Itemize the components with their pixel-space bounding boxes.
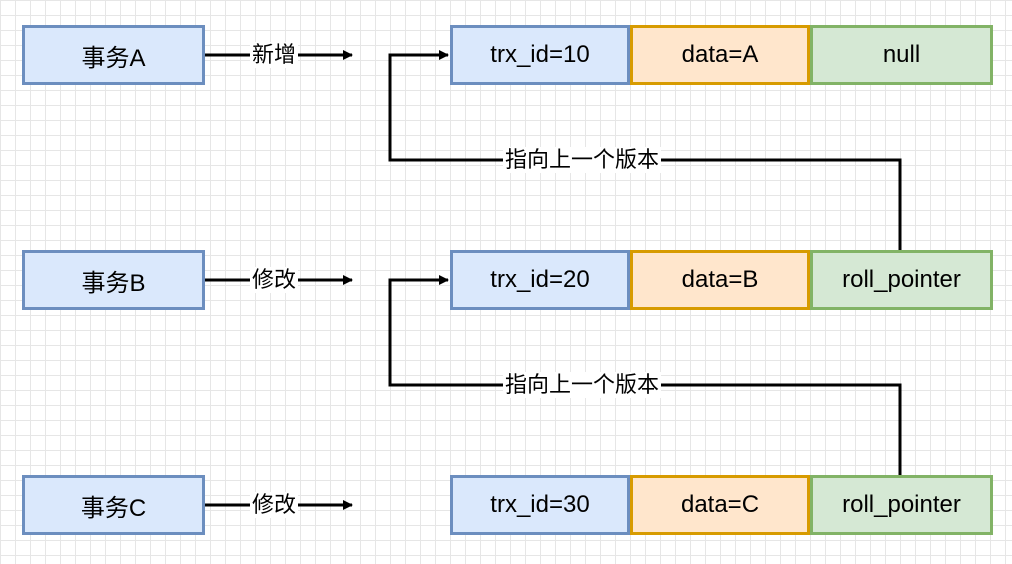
- pointer-cell-a: null: [810, 25, 993, 85]
- transaction-box-a: 事务A: [22, 25, 205, 85]
- action-label-c: 修改: [250, 492, 299, 518]
- action-label-a: 新增: [250, 42, 299, 68]
- action-label-b: 修改: [250, 267, 299, 293]
- data-cell-b: data=B: [630, 250, 810, 310]
- pointer-cell-c: roll_pointer: [810, 475, 993, 535]
- trx-id-cell-b: trx_id=20: [450, 250, 630, 310]
- roll-pointer-link-b-to-a: [388, 50, 902, 250]
- roll-pointer-link-c-to-b: [388, 275, 902, 475]
- data-cell-a: data=A: [630, 25, 810, 85]
- link-label-c-to-b: 指向上一个版本: [503, 372, 662, 398]
- transaction-box-b: 事务B: [22, 250, 205, 310]
- transaction-box-c: 事务C: [22, 475, 205, 535]
- trx-id-cell-a: trx_id=10: [450, 25, 630, 85]
- pointer-cell-b: roll_pointer: [810, 250, 993, 310]
- trx-id-cell-c: trx_id=30: [450, 475, 630, 535]
- link-label-b-to-a: 指向上一个版本: [503, 147, 662, 173]
- data-cell-c: data=C: [630, 475, 810, 535]
